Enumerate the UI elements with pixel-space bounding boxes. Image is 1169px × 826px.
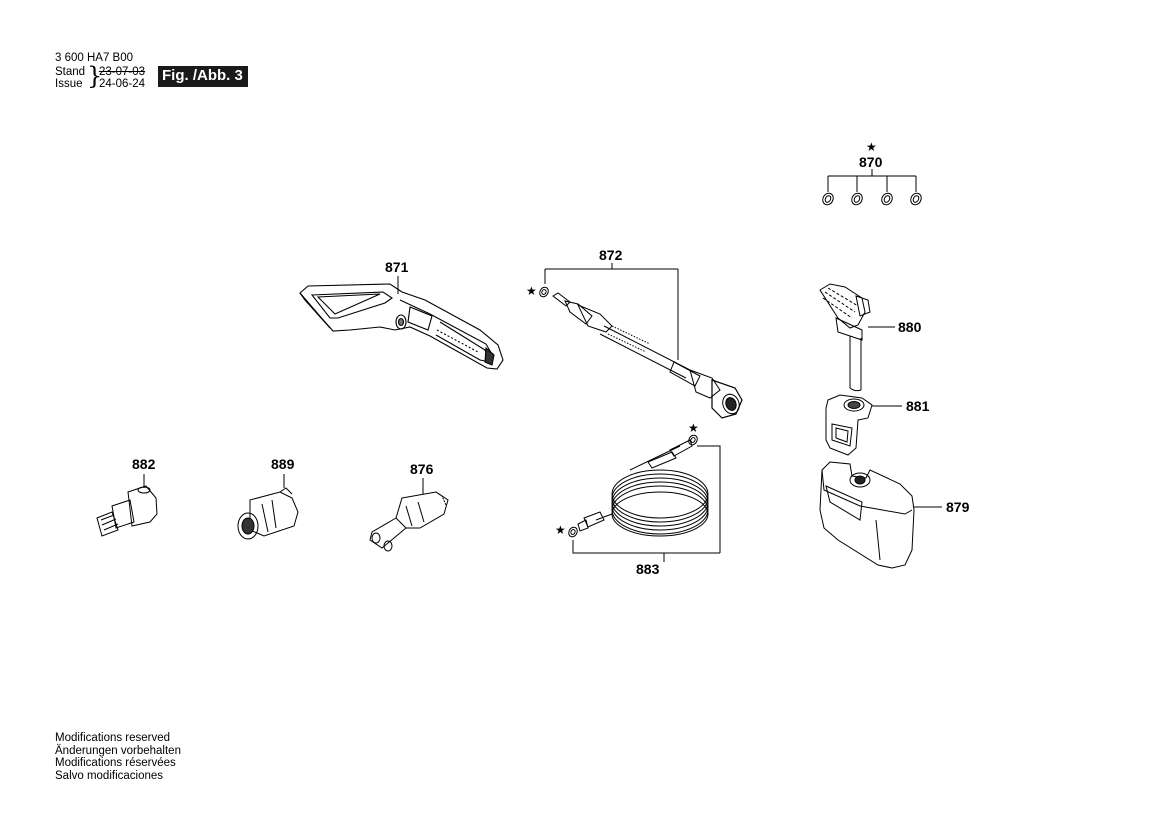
o-ring-icon (568, 434, 698, 538)
part-882-label: 882 (132, 456, 156, 472)
part-882: 882 (96, 456, 158, 537)
part-876-label: 876 (410, 461, 434, 477)
part-881-label: 881 (906, 398, 930, 414)
part-880-label: 880 (898, 319, 922, 335)
tank-cap-icon (825, 394, 873, 456)
part-872-marker: ★ (526, 284, 537, 298)
suction-pipe-icon (819, 283, 871, 392)
o-ring-icon (822, 192, 922, 206)
issue-date: 24-06-24 (99, 78, 146, 90)
part-872: 872 ★ (526, 247, 743, 419)
modification-notes: Modifications reserved Änderungen vorbeh… (55, 732, 181, 782)
part-870: ★ 870 (822, 140, 922, 206)
part-880: 880 (819, 283, 922, 392)
note-line: Salvo modificaciones (55, 769, 164, 782)
part-870-marker: ★ (866, 140, 877, 154)
part-879-label: 879 (946, 499, 970, 515)
brace-icon: } (87, 62, 103, 90)
part-883: ★ ★ 883 (555, 421, 721, 577)
doc-number: 3 600 HA7 B00 (55, 52, 134, 64)
stand-date: 23-07-03 (99, 66, 146, 78)
coupling-icon (237, 487, 299, 540)
issue-label: Issue (55, 78, 83, 90)
adapter-icon (96, 485, 158, 537)
o-ring-icon (539, 286, 549, 298)
part-876: 876 (369, 461, 449, 552)
part-870-label: 870 (859, 154, 883, 170)
part-871-label: 871 (385, 259, 409, 275)
nozzle-icon (369, 491, 449, 552)
part-883-marker-top: ★ (688, 421, 699, 435)
lance-icon (552, 292, 743, 419)
stand-label: Stand (55, 66, 86, 78)
trigger-gun-icon (299, 283, 504, 370)
part-879: 879 (819, 461, 970, 569)
part-872-label: 872 (599, 247, 623, 263)
part-883-marker-bottom: ★ (555, 523, 566, 537)
part-889-label: 889 (271, 456, 295, 472)
part-889: 889 (237, 456, 299, 540)
detergent-tank-icon (819, 461, 915, 569)
part-881: 881 (825, 394, 930, 456)
note-line: Änderungen vorbehalten (55, 744, 181, 757)
hose-icon (577, 439, 709, 537)
figure-label: Fig. /Abb. 3 (158, 66, 248, 87)
part-883-label: 883 (636, 561, 660, 577)
note-line: Modifications reserved (55, 732, 171, 744)
part-871: 871 (299, 259, 504, 370)
note-line: Modifications réservées (55, 757, 176, 769)
